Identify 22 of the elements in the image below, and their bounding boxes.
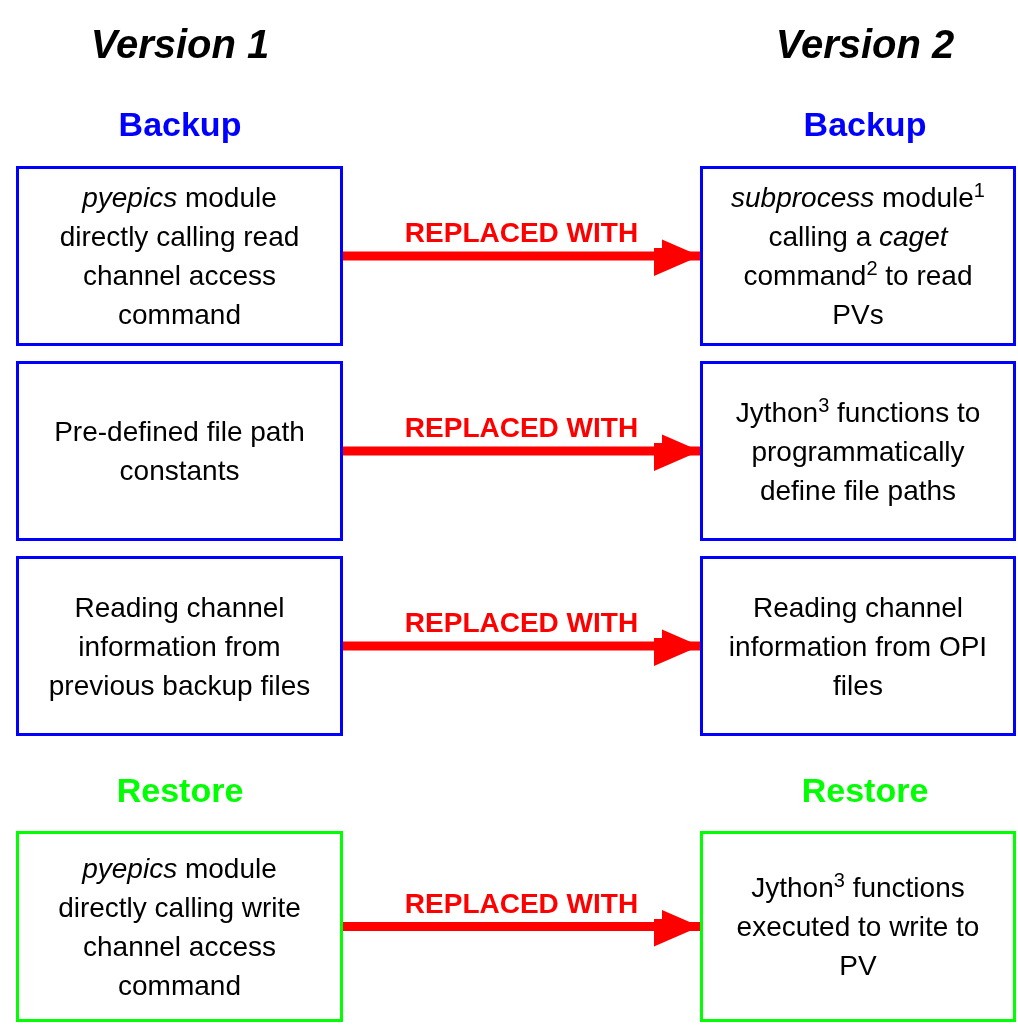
process-box (16, 556, 343, 736)
process-box (16, 361, 343, 541)
column-heading: Version 1 (89, 22, 271, 67)
process-box (16, 831, 343, 1022)
section-heading: Backup (802, 105, 928, 144)
column-heading: Version 2 (774, 22, 956, 67)
process-box (700, 166, 1016, 346)
process-box (16, 166, 343, 346)
box-text: pyepics module directly calling write channel access command (57, 851, 302, 1003)
box-text: pyepics module directly calling read channel access command (58, 181, 301, 332)
section-heading: Restore (115, 771, 245, 810)
box-text: Reading channel information from OPI files (727, 590, 989, 703)
process-box (700, 831, 1016, 1022)
section-heading: Backup (117, 105, 243, 144)
process-box (700, 556, 1016, 736)
box-text: Reading channel information from previous backup files (47, 590, 312, 703)
box-text: Jython$^{3}$ functions to programmatically define file paths (734, 392, 982, 508)
box-text: Pre-defined file path constants (53, 415, 306, 488)
process-box (700, 361, 1016, 541)
box-text: Jython$^{3}$ functions executed to write to PV (735, 868, 981, 983)
box-text: subprocess module$^{1}$ calling a caget command$^{2}$ to read PVs (730, 178, 986, 332)
section-heading: Restore (800, 771, 930, 810)
